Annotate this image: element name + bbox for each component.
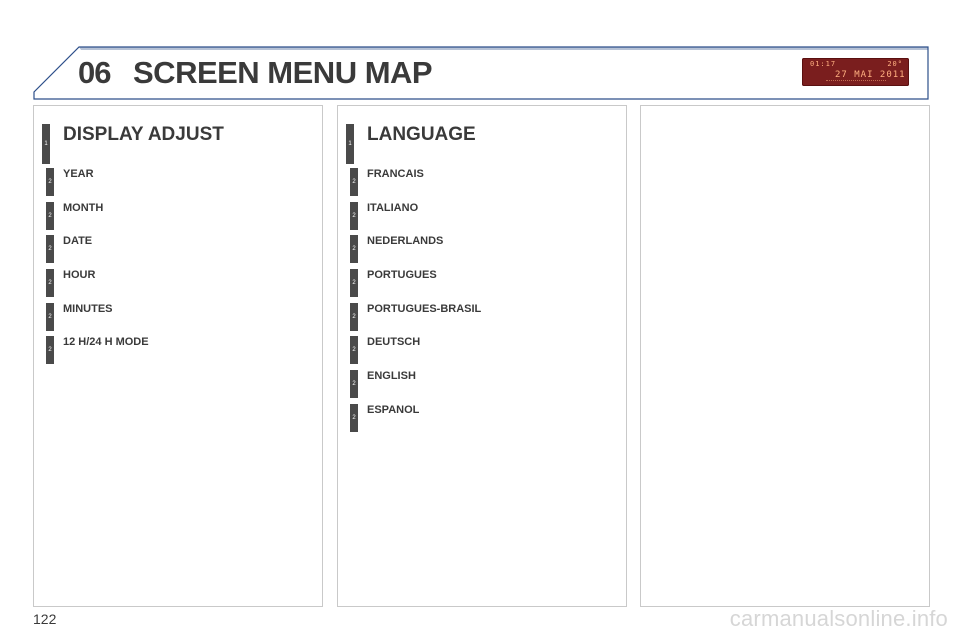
- page-number: 122: [33, 611, 57, 627]
- page-title: SCREEN MENU MAP: [133, 55, 433, 90]
- menu-heading: DISPLAY ADJUST: [63, 124, 224, 145]
- level-2-marker: 2: [46, 168, 54, 196]
- level-2-marker: 2: [350, 336, 358, 365]
- lcd-indicator-row: [826, 80, 886, 83]
- level-2-marker: 2: [350, 403, 358, 432]
- level-2-marker: 2: [46, 336, 54, 365]
- level-2-marker: 2: [350, 302, 358, 331]
- lcd-temperature: 20°: [887, 60, 903, 68]
- lcd-display-image: 01:17 20° 27 MAI 2011: [802, 58, 909, 86]
- menu-item-label: ESPANOL: [367, 403, 420, 416]
- menu-item-label: FRANCAIS: [367, 168, 424, 180]
- menu-panel-display-adjust: 1 DISPLAY ADJUST 2 YEAR 2 MONTH 2 DATE 2…: [33, 105, 323, 607]
- menu-item-label: MONTH: [63, 201, 104, 214]
- menu-item-label: NEDERLANDS: [367, 235, 444, 248]
- level-2-marker: 2: [350, 235, 358, 264]
- menu-heading: LANGUAGE: [367, 124, 476, 145]
- lcd-date: 27 MAI 2011: [835, 70, 906, 80]
- level-2-marker: 2: [350, 370, 358, 399]
- level-2-marker: 2: [350, 201, 358, 230]
- menu-item-label: DEUTSCH: [367, 336, 421, 349]
- menu-item-label: ENGLISH: [367, 370, 416, 383]
- menu-item-label: HOUR: [63, 269, 96, 282]
- menu-item-label: PORTUGUES: [367, 269, 437, 282]
- level-2-marker: 2: [350, 269, 358, 298]
- menu-panel-language: 1 LANGUAGE 2 FRANCAIS 2 ITALIANO 2 NEDER…: [337, 105, 627, 607]
- header-banner-outline: [33, 46, 929, 100]
- menu-item-label: DATE: [63, 235, 93, 248]
- menu-item-label: ITALIANO: [367, 201, 419, 214]
- level-1-marker: 1: [42, 124, 50, 164]
- level-2-marker: 2: [46, 201, 54, 230]
- level-2-marker: 2: [46, 302, 54, 331]
- lcd-time: 01:17: [810, 60, 837, 68]
- chapter-number: 06: [78, 55, 111, 90]
- menu-item-label: YEAR: [63, 168, 94, 180]
- menu-panel-empty: [640, 105, 930, 607]
- level-2-marker: 2: [46, 235, 54, 264]
- level-2-marker: 2: [350, 168, 358, 196]
- menu-item-label: 12 H/24 H MODE: [63, 336, 149, 349]
- watermark: carmanualsonline.info: [729, 606, 948, 631]
- menu-item-label: PORTUGUES-BRASIL: [367, 302, 482, 315]
- level-2-marker: 2: [46, 269, 54, 298]
- menu-item-label: MINUTES: [63, 302, 113, 315]
- level-1-marker: 1: [346, 124, 354, 164]
